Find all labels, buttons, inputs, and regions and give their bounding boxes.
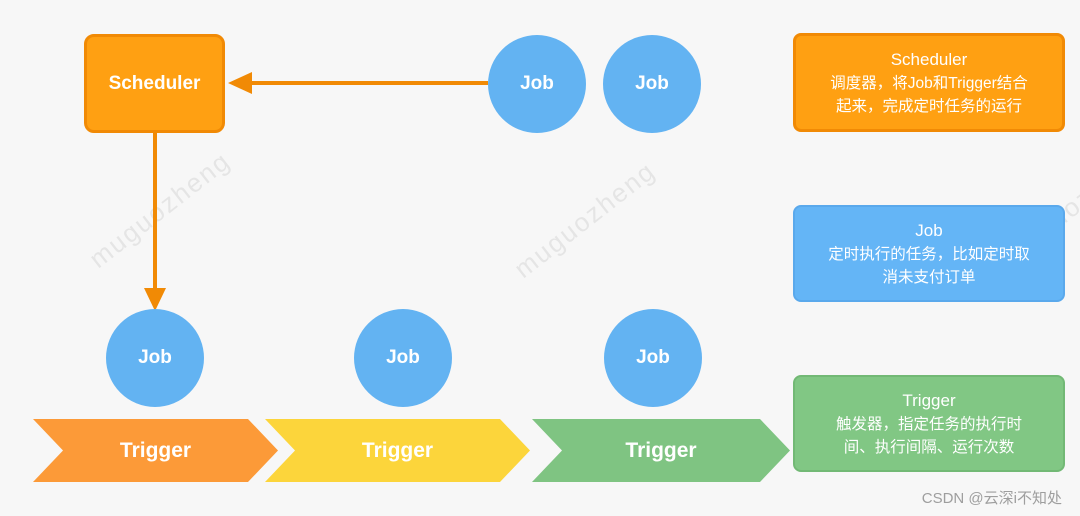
job-node: Job <box>106 309 204 407</box>
scheduler-to-job-arrow-line <box>153 131 157 289</box>
trigger-banner-label: Trigger <box>625 438 697 462</box>
legend-line: 间、执行间隔、运行次数 <box>843 439 1015 457</box>
job-to-scheduler-arrow-line <box>250 81 488 85</box>
legend-trigger: Trigger 触发器，指定任务的执行时 间、执行间隔、运行次数 <box>793 375 1065 472</box>
trigger-banner-label: Trigger <box>361 438 434 462</box>
legend-job: Job 定时执行的任务，比如定时取 消未支付订单 <box>793 205 1065 302</box>
job-node-label: Job <box>635 73 669 94</box>
csdn-credit: CSDN @云深i不知处 <box>921 490 1062 507</box>
legend-title: Scheduler <box>890 49 968 69</box>
watermark-text: muguozheng <box>508 155 662 284</box>
job-node-label: Job <box>520 73 554 94</box>
arrow-left-icon <box>228 72 252 94</box>
legend-scheduler: Scheduler 调度器，将Job和Trigger结合 起来，完成定时任务的运… <box>793 33 1065 132</box>
arrow-down-icon <box>144 288 166 311</box>
trigger-banner-green: Trigger <box>532 419 790 482</box>
job-node-label: Job <box>138 347 172 368</box>
job-node-label: Job <box>386 347 420 368</box>
job-node: Job <box>604 309 702 407</box>
scheduler-node: Scheduler <box>84 34 225 133</box>
job-node: Job <box>603 35 701 133</box>
legend-line: 起来，完成定时任务的运行 <box>835 98 1022 116</box>
trigger-banner-orange: Trigger <box>33 419 278 482</box>
legend-title: Job <box>915 220 943 240</box>
job-node: Job <box>354 309 452 407</box>
scheduler-node-label: Scheduler <box>108 72 201 94</box>
trigger-banner-label: Trigger <box>119 438 192 462</box>
job-node-label: Job <box>636 347 670 368</box>
legend-line: 定时执行的任务，比如定时取 <box>828 246 1030 263</box>
legend-line: 消未支付订单 <box>882 269 976 287</box>
legend-line: 触发器，指定任务的执行时 <box>835 416 1022 433</box>
legend-line: 调度器，将Job和Trigger结合 <box>830 75 1028 92</box>
job-node: Job <box>488 35 586 133</box>
watermark-text: muguozheng <box>83 145 237 274</box>
trigger-banner-yellow: Trigger <box>265 419 530 482</box>
legend-title: Trigger <box>902 390 956 410</box>
